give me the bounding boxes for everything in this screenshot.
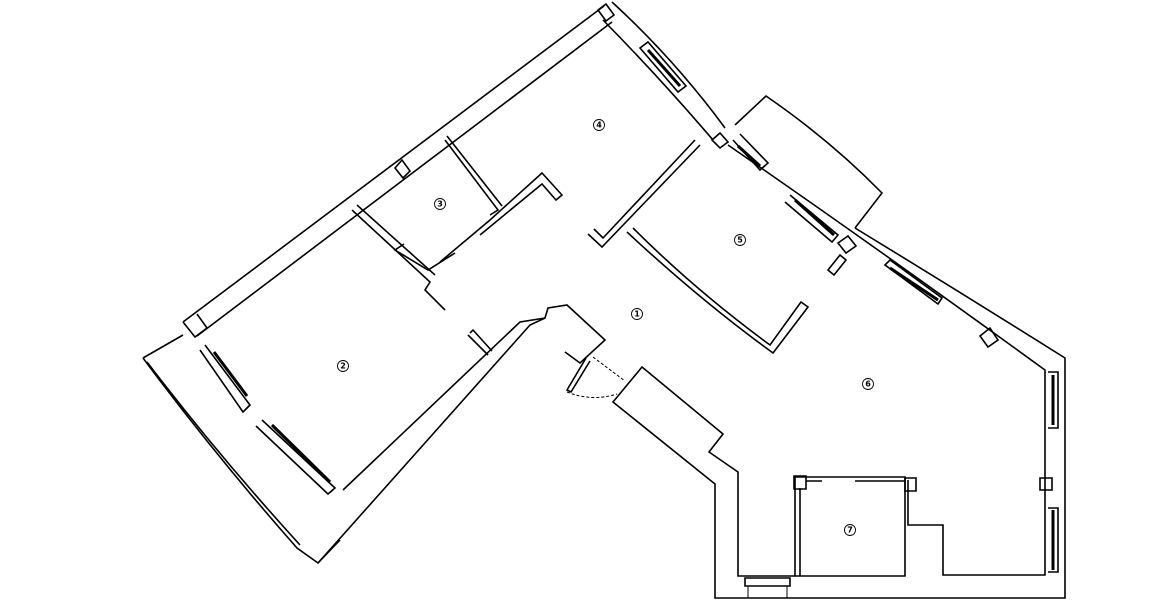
exterior-wall-north-east xyxy=(602,1,730,150)
svg-text:5: 5 xyxy=(737,236,743,245)
balcony-bay xyxy=(732,94,884,244)
room-label-4: 4 xyxy=(593,119,605,131)
bay-window-west xyxy=(142,334,341,565)
room-label-5: 5 xyxy=(734,234,746,246)
svg-text:1: 1 xyxy=(634,310,640,319)
partitions-room-3 xyxy=(351,135,564,311)
room-label-6: 6 xyxy=(862,378,874,390)
svg-text:2: 2 xyxy=(340,362,346,371)
exterior-wall-north-west xyxy=(182,2,616,339)
entrance-door[interactable] xyxy=(565,356,626,398)
svg-text:4: 4 xyxy=(596,121,602,130)
partitions-room-5 xyxy=(587,139,848,355)
svg-text:3: 3 xyxy=(437,200,443,209)
exterior-wall-east xyxy=(611,144,1066,599)
room-7-walls xyxy=(793,475,917,577)
exterior-wall-south-west xyxy=(317,304,607,564)
room-label-7: 7 xyxy=(844,524,856,536)
room-label-3: 3 xyxy=(434,198,446,210)
room-label-1: 1 xyxy=(631,308,643,320)
svg-text:7: 7 xyxy=(847,526,853,535)
room-label-2: 2 xyxy=(337,360,349,372)
svg-text:6: 6 xyxy=(865,380,871,389)
